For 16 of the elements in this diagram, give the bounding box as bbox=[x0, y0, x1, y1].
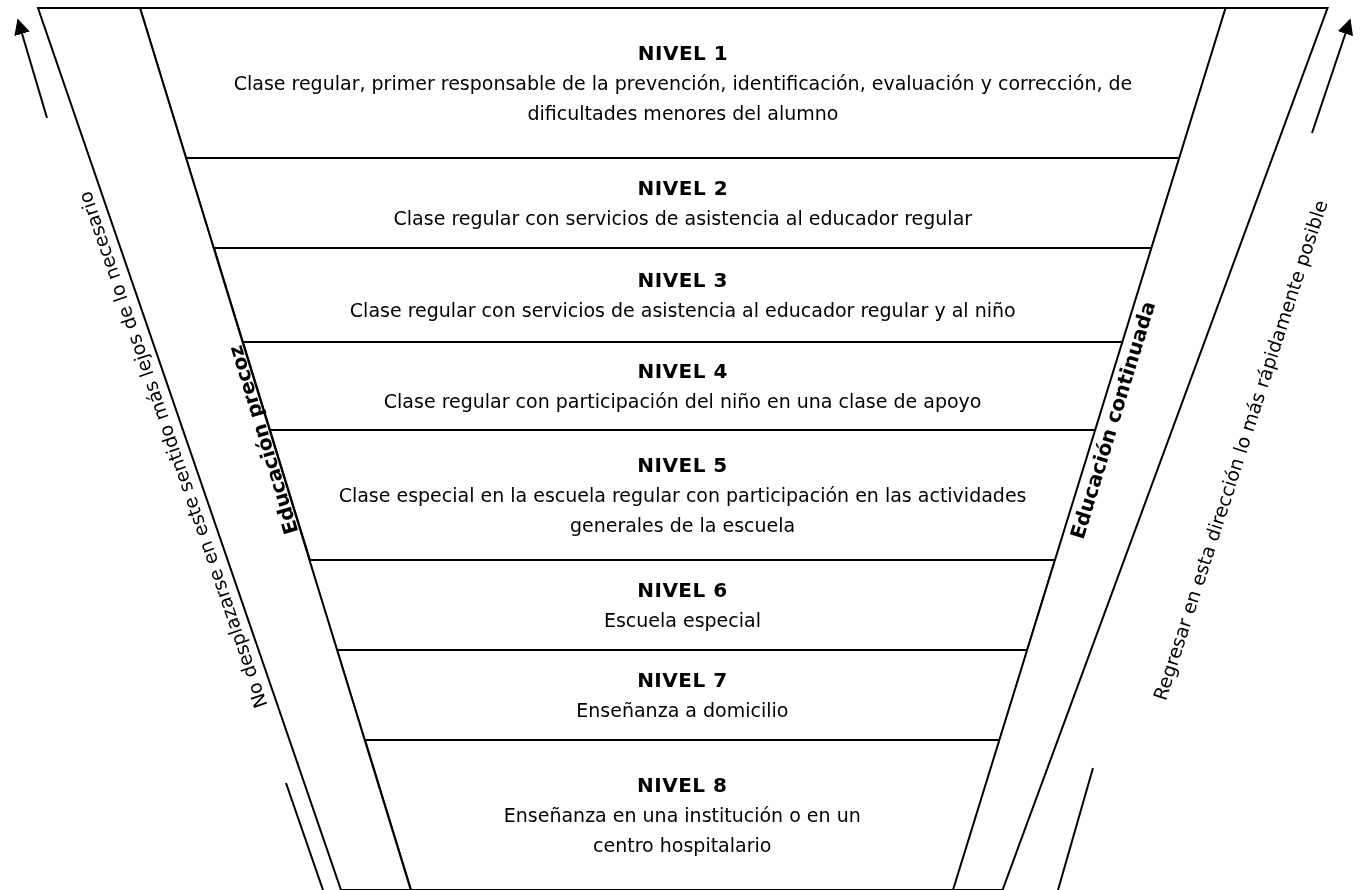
level-description: Clase regular con servicios de asistencia al educador regular y al niño bbox=[349, 298, 1016, 323]
level-heading: NIVEL 4 bbox=[637, 358, 728, 385]
level-description: Clase especial en la escuela regular con participación en las actividades generales de la escuela bbox=[337, 483, 1028, 538]
level-description: Clase regular con servicios de asistencia al educador regular bbox=[393, 206, 973, 231]
level-heading: NIVEL 7 bbox=[637, 667, 728, 694]
level-heading: NIVEL 8 bbox=[637, 772, 728, 799]
level-description: Enseñanza en una institución o en un centro hospitalario bbox=[502, 803, 862, 858]
level-heading: NIVEL 2 bbox=[637, 175, 729, 202]
level-heading: NIVEL 6 bbox=[637, 577, 728, 604]
level-heading: NIVEL 1 bbox=[637, 40, 729, 67]
level-description: Escuela especial bbox=[603, 608, 761, 633]
level-heading: NIVEL 5 bbox=[637, 452, 728, 479]
level-heading: NIVEL 3 bbox=[637, 267, 728, 294]
level-description: Enseñanza a domicilio bbox=[576, 698, 789, 723]
level-description: Clase regular con participación del niño en una clase de apoyo bbox=[383, 389, 982, 414]
level-description: Clase regular, primer responsable de la prevención, identificación, evaluación y corrección, de dificultades menores del alumno bbox=[232, 71, 1134, 126]
